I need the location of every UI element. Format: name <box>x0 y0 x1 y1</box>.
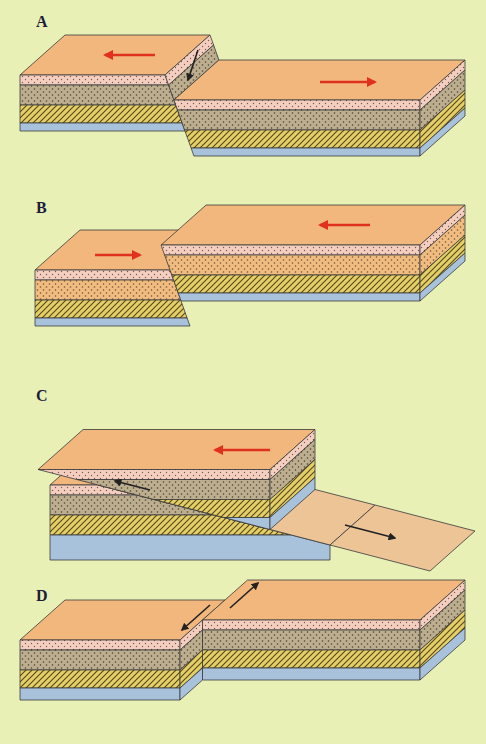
thrust-fault-block-part <box>215 449 270 452</box>
thrust-fault-block-part <box>38 470 270 480</box>
thrust-fault-block <box>38 430 475 572</box>
reverse-fault-block-part <box>178 293 420 301</box>
strike-slip-fault-block-part <box>20 640 180 650</box>
strike-slip-fault-block-part <box>180 668 203 700</box>
thrust-fault-block-part <box>330 505 475 571</box>
strike-slip-fault-block-part <box>203 620 421 630</box>
panel-letter: B <box>36 200 47 216</box>
thrust-fault-block-part <box>50 515 291 535</box>
normal-fault-block-part <box>20 75 169 85</box>
reverse-fault-block-part <box>320 224 370 227</box>
strike-slip-fault-block <box>20 580 465 700</box>
reverse-fault-block-part <box>35 270 174 280</box>
strike-slip-fault-block-part <box>203 630 421 650</box>
thrust-fault-block-part <box>38 430 315 470</box>
reverse-fault-block-part <box>420 253 465 301</box>
strike-slip-fault-block-part <box>20 688 180 700</box>
strike-slip-fault-block-part <box>230 583 258 608</box>
strike-slip-fault-block-part <box>203 668 421 680</box>
thrust-fault-block-part <box>224 518 270 530</box>
normal-fault-block <box>20 35 465 156</box>
thrust-fault-block-part <box>50 535 330 560</box>
reverse-fault-block-part <box>165 255 420 275</box>
strike-slip-fault-block-part <box>20 650 180 670</box>
normal-fault-block-part <box>20 123 185 131</box>
reverse-fault-block-part <box>161 245 420 255</box>
reverse-fault-block-part <box>35 300 187 318</box>
normal-fault-block-part <box>20 85 176 105</box>
normal-fault-block-part <box>105 54 155 57</box>
reverse-fault-block <box>35 205 465 326</box>
reverse-fault-block-part <box>161 205 465 245</box>
normal-fault-block-part <box>188 50 198 80</box>
normal-fault-block-part <box>320 81 375 84</box>
reverse-fault-block-part <box>172 275 420 293</box>
normal-fault-block-part <box>420 108 465 156</box>
normal-fault-block-part <box>185 130 420 148</box>
thrust-fault-block-part <box>115 481 150 490</box>
strike-slip-fault-block-part <box>420 628 465 680</box>
normal-fault-block-part <box>20 105 182 123</box>
reverse-fault-block-part <box>95 254 140 257</box>
normal-fault-block-part <box>174 100 420 110</box>
reverse-fault-block-part <box>35 318 190 326</box>
panel-letter: C <box>36 388 48 404</box>
panel-letter: A <box>36 14 48 30</box>
panel-letter: D <box>36 588 48 604</box>
normal-fault-block-part <box>191 148 420 156</box>
reverse-fault-block-part <box>35 280 181 300</box>
thrust-fault-block-part <box>345 525 395 538</box>
strike-slip-fault-block-part <box>203 580 466 620</box>
thrust-fault-block-part <box>77 480 270 500</box>
strike-slip-fault-block-part <box>203 650 421 668</box>
strike-slip-fault-block-part <box>20 670 180 688</box>
thrust-fault-block-part <box>270 478 315 530</box>
normal-fault-block-part <box>174 60 465 100</box>
strike-slip-fault-block-part <box>182 605 210 630</box>
thrust-fault-block-part <box>154 500 270 518</box>
normal-fault-block-part <box>178 110 421 130</box>
